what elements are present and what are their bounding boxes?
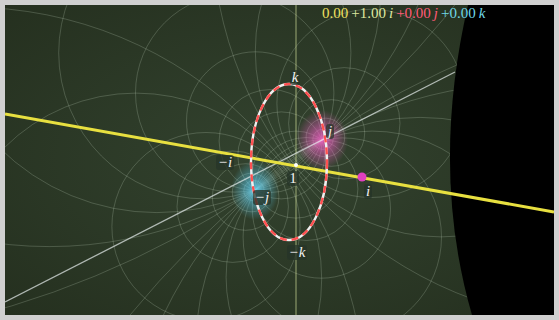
grid-circle — [5, 7, 365, 315]
neg-i-axis-label: −i — [216, 155, 234, 170]
diagonal-axis — [5, 72, 455, 302]
i-axis-label: i — [364, 184, 372, 199]
j-coefficient: +0.00 — [396, 6, 431, 21]
i-point — [358, 173, 367, 182]
j-axis-label: j — [326, 124, 334, 139]
neg-j-axis-label: −j — [253, 190, 271, 205]
neg-k-axis-label: −k — [287, 245, 308, 260]
coordinate-grid — [5, 5, 554, 315]
black-region — [450, 5, 554, 315]
k-coefficient: +0.00 — [441, 6, 476, 21]
grid-circle — [177, 151, 288, 262]
grid-circle — [5, 5, 554, 315]
j-unit: j — [434, 6, 438, 21]
grid-circle — [5, 5, 554, 315]
one-label: 1 — [287, 171, 299, 186]
grid-circle — [5, 93, 322, 315]
i-unit: i — [389, 6, 393, 21]
i-coefficient: +1.00 — [351, 6, 386, 21]
grid-circle — [112, 133, 300, 316]
grid-circle — [277, 9, 465, 197]
jk-circle-base — [251, 84, 327, 240]
frame — [3, 3, 557, 318]
k-unit: k — [479, 6, 486, 21]
origin-point — [294, 163, 298, 167]
vertical-axis — [295, 5, 296, 315]
grid-circle — [136, 5, 334, 192]
neg-j-glow — [231, 160, 279, 220]
grid-circle — [289, 68, 400, 179]
real-value: 0.00 — [322, 6, 348, 21]
k-axis-label: k — [290, 70, 301, 85]
jk-circle-dashes — [251, 84, 327, 240]
quaternion-readout: 0.00+1.00i+0.00j+0.00k — [322, 6, 485, 21]
real-i-line — [5, 114, 554, 212]
